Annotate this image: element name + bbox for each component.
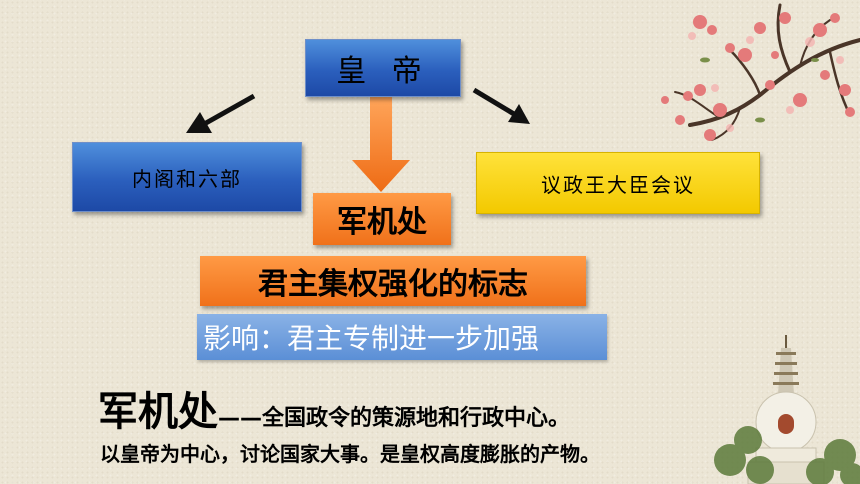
summary-heading: 军机处 — [98, 389, 218, 435]
junjichu-node: 军机处 — [313, 193, 451, 245]
arrow-to-junjichu — [352, 97, 410, 192]
cabinet-ministries-node: 内阁和六部 — [72, 142, 302, 212]
arrow-to-council — [472, 87, 530, 124]
summary-line-1: 军机处——全国政令的策源地和行政中心。 — [98, 379, 570, 437]
centralization-symbol-node: 君主集权强化的标志 — [200, 256, 586, 306]
summary-description: ——全国政令的策源地和行政中心。 — [218, 406, 571, 431]
arrow-to-cabinet — [186, 93, 256, 133]
deliberative-council-node: 议政王大臣会议 — [476, 152, 760, 214]
summary-line-2: 以皇帝为中心，讨论国家大事。是皇权高度膨胀的产物。 — [100, 442, 600, 466]
emperor-node: 皇 帝 — [305, 39, 461, 97]
influence-node: 影响：君主专制进一步加强 — [197, 314, 607, 360]
